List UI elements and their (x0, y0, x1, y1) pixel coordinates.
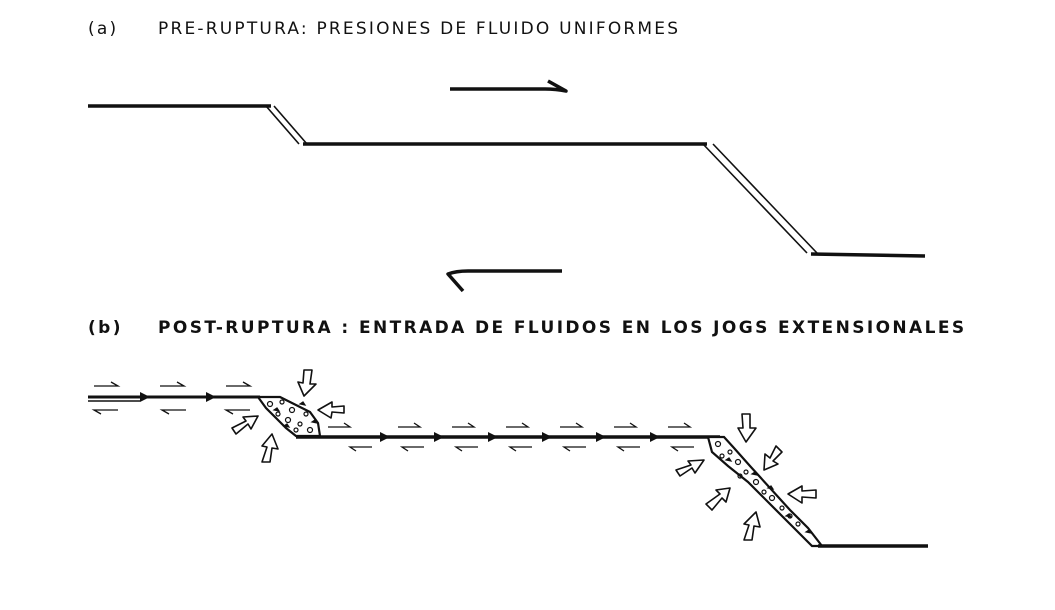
shear-arrow-bottom (446, 269, 562, 293)
fluid-arrow (705, 487, 731, 511)
fluid-arrow (787, 485, 817, 504)
fluid-arrow (743, 511, 761, 541)
fluid-arrow (231, 415, 259, 435)
jog-left-a (265, 105, 308, 145)
panel-b-title: POST-RUPTURA : ENTRADA DE FLUIDOS EN LOS… (158, 318, 967, 338)
fluid-inflow-arrows-right (675, 413, 817, 541)
panel-b-caption: (b) POST-RUPTURA : ENTRADA DE FLUIDOS EN… (88, 318, 967, 338)
fluid-arrow (297, 369, 317, 397)
panel-a-title: PRE-RUPTURA: PRESIONES DE FLUIDO UNIFORM… (158, 19, 681, 39)
jog-right-a (702, 143, 818, 254)
breccia-clasts-right (714, 440, 813, 534)
breccia-clasts-left (266, 399, 319, 434)
fluid-arrow (737, 413, 757, 443)
panel-a-fault (88, 104, 926, 258)
fluid-arrow (317, 401, 345, 419)
panel-a-caption: (a) PRE-RUPTURA: PRESIONES DE FLUIDO UNI… (88, 19, 680, 39)
panel-b-fault (88, 395, 928, 548)
fluid-inflow-arrows-left (231, 369, 345, 463)
fluid-arrow (675, 459, 705, 477)
shear-half-arrows-lower (91, 409, 694, 452)
fault-segment-right (810, 252, 926, 258)
panel-a-tag: (a) (88, 19, 119, 39)
slip-triangles (140, 392, 660, 442)
fluid-arrow (763, 445, 783, 471)
fluid-arrow (261, 433, 279, 463)
panel-b-tag: (b) (88, 318, 123, 338)
shear-half-arrows-upper (94, 381, 693, 428)
shear-arrow-top (450, 79, 568, 93)
